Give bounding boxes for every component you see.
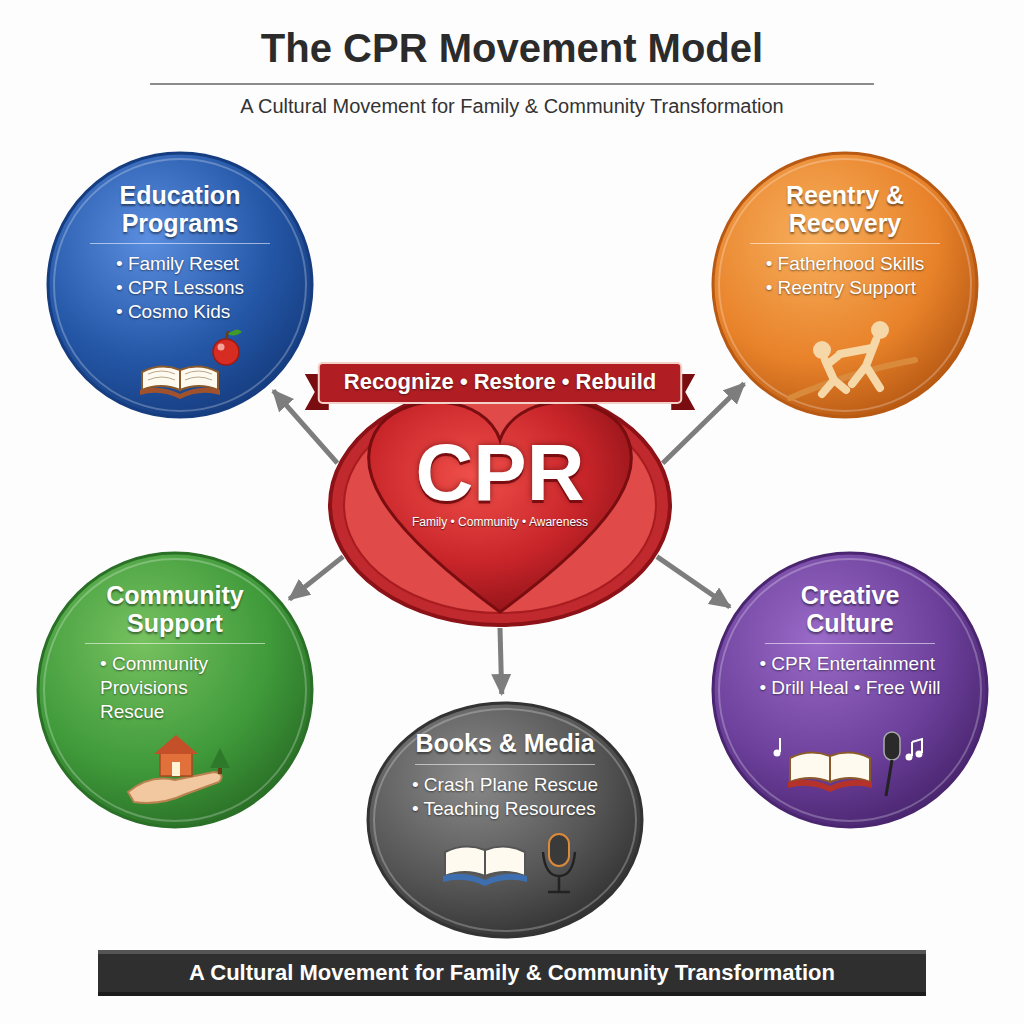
bullet-item: • Drill Heal • Free Will: [759, 676, 940, 700]
program-circle: Community Support • Community Provisions …: [35, 550, 315, 830]
ribbon-text: Recognize • Restore • Rebuild: [344, 367, 656, 397]
bullet-item: • Reentry Support: [766, 276, 916, 300]
program-circle: Education Programs • Family Reset• CPR Le…: [45, 150, 315, 420]
heart-hub: Recognize • Restore • RebuildCPR Family •…: [300, 360, 700, 630]
bullet-item: • Crash Plane Rescue: [412, 773, 598, 797]
ribbon: [305, 363, 695, 410]
node-heading: Reentry & Recovery: [750, 182, 940, 244]
hub-subtitle: Family • Community • Awareness: [412, 515, 588, 530]
bullet-item: • CPR Lessons: [116, 276, 244, 300]
program-ellipse: Books & Media • Crash Plane Rescue• Teach…: [365, 700, 645, 940]
caption-banner: [98, 950, 926, 996]
bullet-item: • Cosmo Kids: [116, 300, 230, 324]
diagram-title: The CPR Movement Model: [0, 24, 1024, 72]
bullet-item: • Community Provisions Rescue: [100, 652, 250, 724]
node-heading: Books & Media: [415, 730, 594, 765]
caption-banner-text: A Cultural Movement for Family & Communi…: [98, 950, 926, 996]
connector-arrow: [500, 628, 502, 694]
subtitle: A Cultural Movement for Family & Communi…: [0, 94, 1024, 118]
title-rule: [150, 83, 874, 85]
node-heading: Community Support: [85, 582, 265, 644]
bullet-item: • Fatherhood Skills: [766, 252, 925, 276]
program-circle: Reentry & Recovery • Fatherhood Skills• R…: [710, 150, 980, 420]
connector-arrow: [657, 557, 730, 607]
apple-book-icon: [140, 329, 242, 399]
node-heading: Education Programs: [90, 182, 270, 244]
connector-arrow: [289, 557, 343, 600]
program-circle: Creative Culture • CPR Entertainment• Dri…: [710, 550, 990, 830]
book-microphone-icon: [443, 834, 575, 892]
hand-house-icon: [128, 735, 230, 803]
node-heading: Creative Culture: [765, 582, 935, 644]
hub-title: CPR: [416, 433, 585, 513]
book-mic-notes-icon: [774, 732, 923, 796]
bullet-item: • CPR Entertainment: [759, 652, 935, 676]
bullet-item: • Teaching Resources: [412, 797, 596, 821]
helping-figures-icon: [790, 321, 915, 398]
bullet-item: • Family Reset: [116, 252, 239, 276]
